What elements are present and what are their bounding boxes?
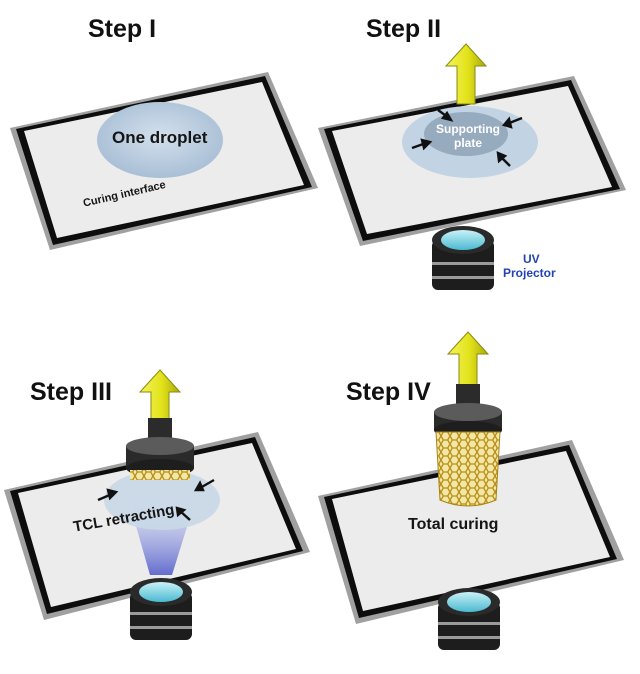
lift-arrow bbox=[444, 43, 488, 105]
lift-arrow bbox=[138, 369, 182, 421]
supporting-plate-label-line1: Supporting bbox=[436, 122, 500, 136]
uv-label-line1: UV bbox=[523, 252, 540, 266]
droplet-label: One droplet bbox=[112, 128, 208, 147]
step-4-title: Step IV bbox=[346, 378, 431, 406]
supporting-plate bbox=[424, 112, 508, 156]
inward-arrows bbox=[97, 478, 215, 521]
supporting-plate-label-line2: plate bbox=[454, 136, 483, 150]
supporting-plate-holder bbox=[126, 418, 194, 480]
cured-lattice bbox=[435, 431, 501, 507]
lift-arrow bbox=[446, 331, 490, 387]
uv-projector bbox=[432, 226, 494, 290]
curing-plate bbox=[10, 72, 318, 250]
step-3-title: Step III bbox=[30, 378, 112, 406]
step-2-title: Step II bbox=[366, 15, 442, 43]
inward-arrows bbox=[411, 109, 523, 167]
step-1-title: Step I bbox=[88, 15, 157, 43]
supporting-plate-holder bbox=[434, 384, 502, 439]
panel-step-3 bbox=[4, 369, 310, 640]
uv-label-line2: Projector bbox=[503, 266, 556, 280]
curing-plate bbox=[318, 440, 624, 624]
panel-step-1 bbox=[10, 72, 318, 250]
uv-projector bbox=[438, 588, 500, 650]
uv-projector bbox=[130, 578, 192, 640]
panel-step-4 bbox=[318, 331, 624, 650]
droplet bbox=[104, 470, 220, 530]
droplet bbox=[97, 102, 223, 178]
total-curing-label: Total curing bbox=[408, 516, 499, 533]
panel-step-2 bbox=[318, 43, 626, 290]
